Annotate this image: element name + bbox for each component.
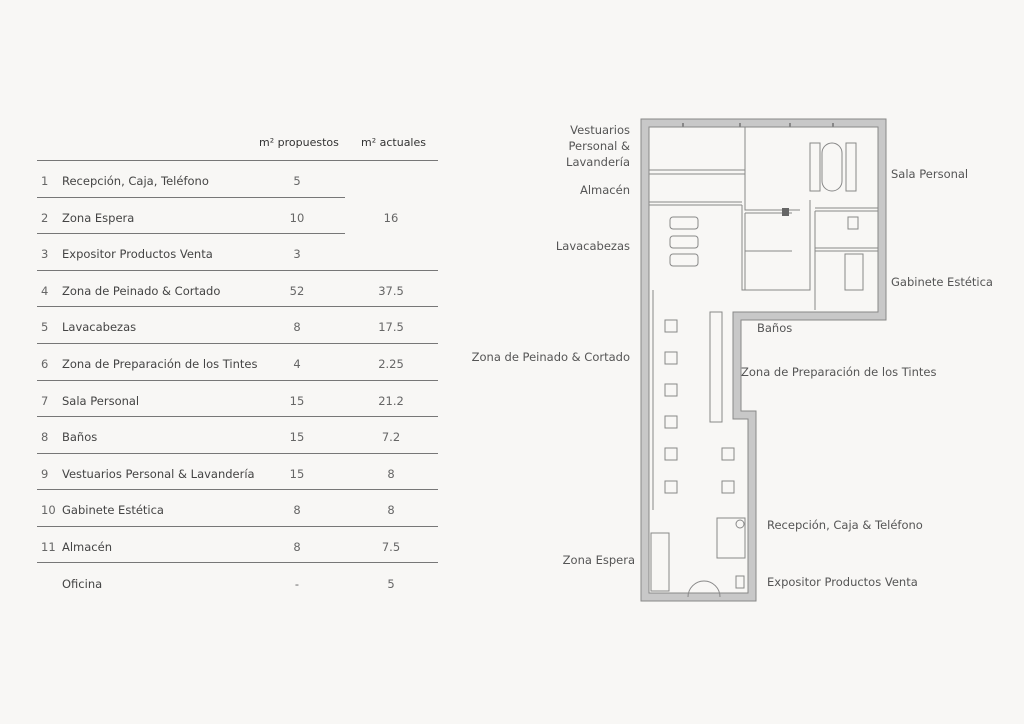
table-row: 7 Sala Personal 15 21.2: [37, 382, 438, 418]
label-tintes: Zona de Preparación de los Tintes: [741, 365, 937, 379]
label-recepcion: Recepción, Caja & Teléfono: [767, 518, 923, 532]
label-peinado: Zona de Peinado & Cortado: [471, 350, 630, 364]
label-banos: Baños: [757, 321, 793, 335]
table-divider: [37, 416, 438, 417]
label-expositor: Expositor Productos Venta: [767, 575, 918, 589]
table-divider: [37, 270, 438, 271]
cell-label: Almacén: [62, 540, 112, 554]
cell-proposed: 10: [289, 210, 305, 225]
cell-num: 5: [41, 320, 49, 335]
cell-proposed: 8: [293, 320, 301, 335]
table-divider: [37, 306, 438, 307]
outer-wall-line: [640, 118, 887, 602]
cell-num: 1: [41, 174, 49, 188]
wall-vestuarios: [649, 169, 745, 175]
cell-label: Expositor Productos Venta: [62, 247, 213, 262]
table-row: 4 Zona de Peinado & Cortado 52 37.5: [37, 272, 438, 308]
cell-num: 4: [41, 283, 49, 298]
cell-actual: 7.5: [381, 540, 401, 554]
wall-core: [741, 127, 811, 291]
cell-proposed: 15: [289, 393, 305, 408]
cell-actual: 8: [387, 466, 395, 481]
cell-label: Zona de Preparación de los Tintes: [62, 357, 258, 371]
styling-chairs: [664, 319, 735, 494]
cell-label: Zona de Peinado & Cortado: [62, 283, 221, 298]
wall-gabinete: [814, 211, 878, 310]
table-divider: [37, 197, 345, 198]
outer-wall: [641, 119, 886, 601]
entrance-doors: [687, 580, 721, 598]
cell-num: 10: [41, 503, 56, 518]
table-row: 10 Gabinete Estética 8 8: [37, 491, 438, 527]
cell-label: Recepción, Caja, Teléfono: [62, 174, 209, 188]
table-divider: [37, 526, 438, 527]
cell-proposed: 15: [289, 430, 305, 445]
cell-actual: 37.5: [378, 283, 404, 298]
table-row: 3 Expositor Productos Venta 3: [37, 235, 438, 271]
cell-actual: 17.5: [378, 320, 404, 335]
table-row: Oficina - 5: [37, 565, 438, 601]
cell-actual: 21.2: [378, 393, 404, 408]
table-row: 1 Recepción, Caja, Teléfono 5: [37, 162, 438, 198]
espera-bench: [650, 532, 670, 592]
wall-banos: [744, 212, 792, 290]
cell-proposed: 8: [293, 540, 301, 554]
cell-label: Zona Espera: [62, 210, 135, 225]
cell-proposed: -: [294, 576, 300, 591]
table-row: 6 Zona de Preparación de los Tintes 4 2.25: [37, 345, 438, 381]
label-espera: Zona Espera: [562, 553, 635, 567]
label-almacen: Almacén: [580, 183, 630, 197]
cell-num: 2: [41, 210, 49, 225]
label-gabinete: Gabinete Estética: [891, 275, 993, 289]
label-vestuarios-2: Personal &: [568, 139, 630, 153]
table-divider: [37, 562, 438, 563]
table-row: 8 Baños 15 7.2: [37, 418, 438, 454]
cell-proposed: 4: [293, 357, 301, 371]
cell-num: 11: [41, 540, 56, 554]
cell-actual: 7.2: [381, 430, 401, 445]
recepcion-desk: [716, 517, 746, 559]
cell-num: 6: [41, 357, 49, 371]
table-divider: [37, 489, 438, 490]
tintes-counter: [709, 311, 723, 423]
table-row: 9 Vestuarios Personal & Lavandería 15 8: [37, 455, 438, 491]
cell-num: 3: [41, 247, 49, 262]
label-vestuarios-1: Vestuarios: [570, 123, 630, 137]
cell-label: Vestuarios Personal & Lavandería: [62, 466, 255, 481]
cell-proposed: 8: [293, 503, 301, 518]
table-row: 2 Zona Espera 10 16: [37, 199, 438, 235]
cell-actual: 16: [383, 210, 399, 225]
cell-label: Sala Personal: [62, 393, 140, 408]
table-divider: [37, 453, 438, 454]
table-row: 11 Almacén 8 7.5: [37, 528, 438, 564]
cell-proposed: 3: [293, 247, 301, 262]
cell-num: 7: [41, 393, 49, 408]
label-lavacabezas: Lavacabezas: [555, 239, 630, 253]
cell-actual: 8: [387, 503, 395, 518]
cell-num: 9: [41, 466, 49, 481]
wall-almacen: [649, 201, 742, 206]
cell-actual: 2.25: [378, 357, 404, 371]
table-divider: [37, 160, 438, 161]
table-divider: [37, 233, 345, 234]
wall-sala: [815, 207, 878, 212]
cell-label: Baños: [62, 430, 98, 445]
label-sala: Sala Personal: [891, 167, 969, 181]
header-proposed: m² propuestos: [259, 136, 339, 149]
cell-label: Oficina: [62, 576, 103, 591]
cell-proposed: 5: [293, 174, 301, 188]
window-marks: [682, 123, 834, 127]
cell-proposed: 15: [289, 466, 305, 481]
cell-label: Lavacabezas: [62, 320, 137, 335]
table-row: 5 Lavacabezas 8 17.5: [37, 308, 438, 344]
header-actual: m² actuales: [361, 136, 426, 149]
table-divider: [37, 380, 438, 381]
cell-num: 8: [41, 430, 49, 445]
cell-label: Gabinete Estética: [62, 503, 164, 518]
cell-actual: 5: [387, 576, 395, 591]
cell-proposed: 52: [289, 283, 305, 298]
label-vestuarios-3: Lavandería: [566, 155, 630, 169]
table-divider: [37, 343, 438, 344]
